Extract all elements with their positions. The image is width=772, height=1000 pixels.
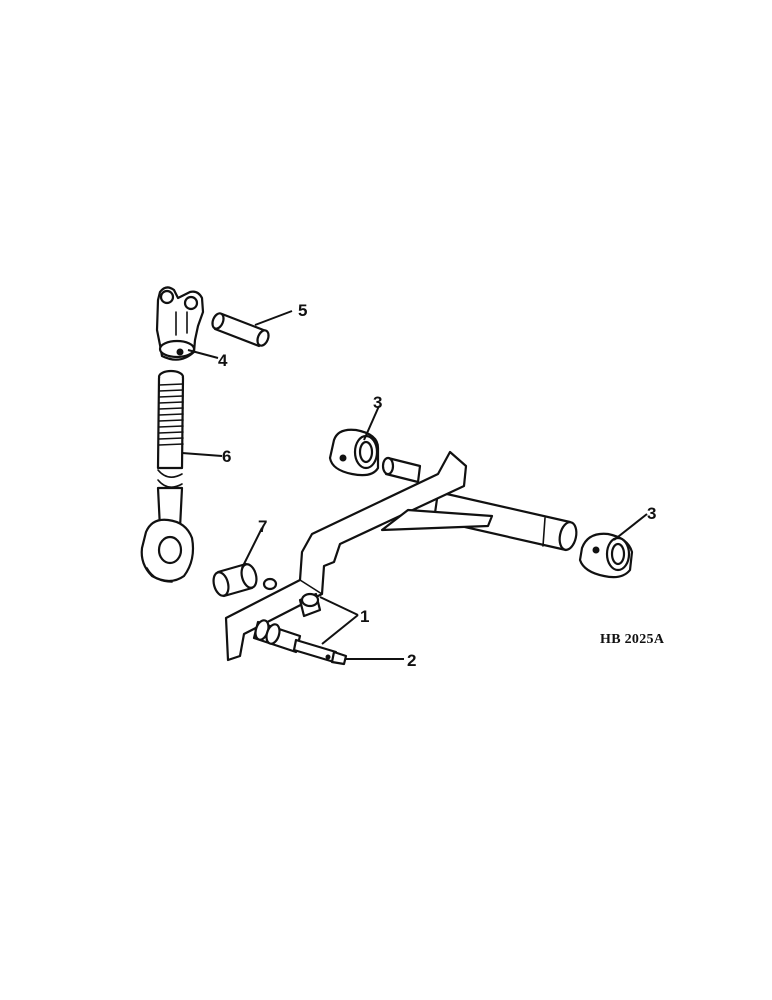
clevis-yoke-part — [155, 286, 205, 361]
leader-3-lower — [613, 513, 648, 541]
callout-5: 5 — [298, 301, 307, 320]
callout-7: 7 — [258, 517, 267, 536]
leader-3-upper — [363, 405, 380, 441]
leader-5 — [254, 310, 293, 326]
leader-1b — [321, 614, 359, 645]
leader-6 — [181, 452, 223, 457]
callout-2: 2 — [407, 651, 416, 670]
threaded-rod-part — [140, 369, 195, 583]
lever-arm-part — [224, 450, 578, 662]
callout-3-lower: 3 — [647, 504, 656, 523]
callout-4: 4 — [218, 351, 228, 370]
leader-lines — [181, 310, 648, 660]
callout-6: 6 — [222, 447, 231, 466]
figure-code: HB 2025A — [600, 632, 665, 647]
callout-3-upper: 3 — [373, 393, 382, 412]
stud-shaft-part — [252, 619, 348, 666]
leader-7 — [241, 527, 263, 569]
collar-part-lower — [578, 532, 634, 579]
callout-1: 1 — [360, 607, 369, 626]
bushing-part — [212, 562, 258, 598]
leader-1a — [319, 596, 359, 616]
pin-part — [211, 312, 270, 348]
leader-4 — [187, 349, 219, 359]
collar-part-upper — [328, 428, 380, 477]
